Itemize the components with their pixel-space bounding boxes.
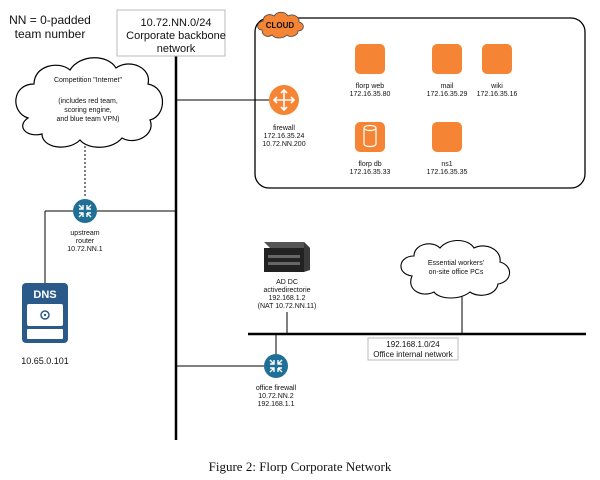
office-net-label-box [367, 337, 459, 361]
office-firewall-icon [264, 354, 288, 378]
backbone-label-box [116, 9, 226, 57]
mail-name: mail [441, 83, 454, 90]
internet-cloud-line1: Competition "Internet" [54, 77, 123, 84]
dns-server-icon [22, 283, 68, 343]
internet-cloud-line4: and blue team VPN) [56, 116, 119, 123]
internet-cloud-line3: scoring engine, [64, 107, 112, 114]
dns-ip: 10.65.0.101 [21, 356, 69, 366]
workers-cloud-line1: Essential workers' [428, 260, 484, 267]
ad-dc-line1: AD DC [276, 279, 298, 286]
wiki-name: wiki [490, 83, 503, 90]
office-net-line1: 192.168.1.0/24 [386, 340, 440, 349]
florp-db-ip: 172.16.35.33 [350, 169, 391, 176]
workers-cloud-line2: on-site office PCs [429, 269, 484, 276]
workers-cloud-shape [400, 239, 511, 299]
backbone-line2: Corporate backbone [126, 30, 226, 42]
router-line1: upstream [70, 230, 99, 237]
mail-server-icon [432, 44, 462, 74]
ad-dc-line2: activedirectorie [263, 287, 310, 294]
firewall-ip1: 172.16.35.24 [264, 133, 305, 140]
office-net-line2: Office internal network [373, 350, 453, 359]
nn-note-line1: NN = 0-padded [9, 13, 91, 27]
office-firewall-name: office firewall [256, 385, 297, 392]
dns-badge: DNS [33, 289, 56, 301]
florp-web-ip: 172.16.35.80 [350, 91, 391, 98]
office-firewall-ip1: 10.72.NN.2 [258, 393, 294, 400]
firewall-icon [269, 85, 299, 115]
office-firewall-ip2: 192.168.1.1 [258, 401, 295, 408]
nn-note-line2: team number [15, 27, 86, 41]
florp-db-name: florp db [358, 161, 381, 168]
firewall-ip2: 10.72.NN.200 [262, 141, 305, 148]
wiki-ip: 172.16.35.16 [477, 91, 518, 98]
ad-dc-ip1: 192.168.1.2 [269, 295, 306, 302]
backbone-line3: network [157, 43, 196, 55]
florp-web-server-icon [355, 44, 385, 74]
figure-caption: Figure 2: Florp Corporate Network [209, 459, 392, 474]
firewall-name: firewall [273, 125, 295, 132]
cloud-badge-label: CLOUD [266, 21, 295, 30]
ad-dc-server-icon [264, 242, 310, 272]
router-ip: 10.72.NN.1 [67, 246, 103, 253]
ns1-ip: 172.16.35.35 [427, 169, 468, 176]
mail-ip: 172.16.35.29 [427, 91, 468, 98]
internet-cloud-shape [15, 57, 163, 148]
router-line2: router [76, 238, 95, 245]
internet-cloud-line2: (includes red team, [58, 98, 118, 105]
cloud-badge-shape [257, 11, 304, 39]
cloud-region [254, 17, 586, 189]
florp-web-name: florp web [356, 83, 385, 90]
ad-dc-ip2: (NAT 10.72.NN.11) [258, 303, 317, 310]
florp-db-server-icon [355, 122, 385, 152]
ns1-name: ns1 [441, 161, 452, 168]
upstream-router-icon [73, 199, 97, 223]
ns1-server-icon [432, 122, 462, 152]
wiki-server-icon [482, 44, 512, 74]
backbone-line1: 10.72.NN.0/24 [141, 17, 212, 29]
